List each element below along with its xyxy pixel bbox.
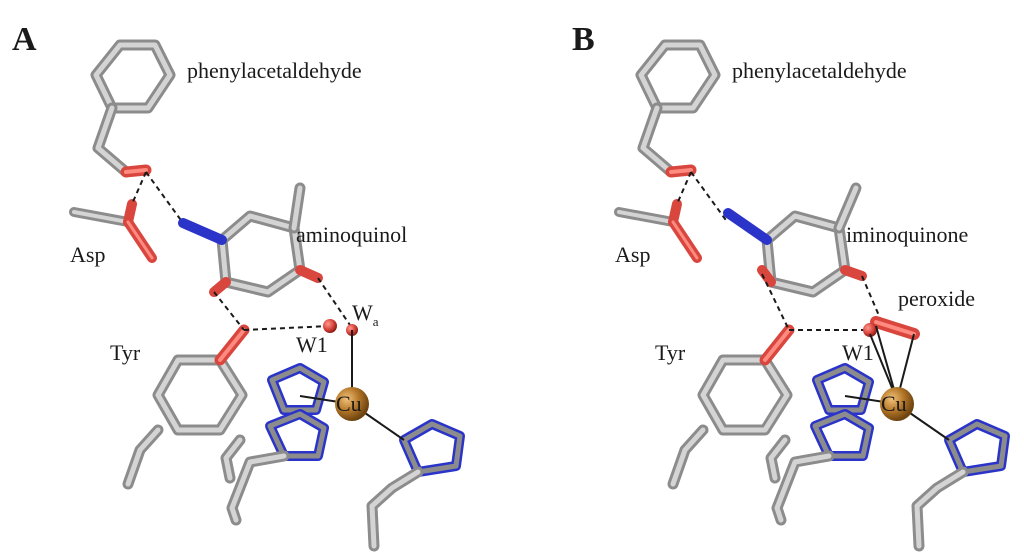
label-aminoquinol: aminoquinol	[296, 222, 407, 247]
label-tyr: Tyr	[110, 340, 141, 365]
label-phenylacetaldehyde: phenylacetaldehyde	[732, 58, 907, 83]
panel-b: B phenylacetaldehyde	[572, 21, 1005, 546]
label-asp: Asp	[70, 242, 105, 267]
label-asp: Asp	[615, 242, 650, 267]
label-phenylacetaldehyde: phenylacetaldehyde	[187, 58, 362, 83]
label-w1: W1	[842, 340, 874, 365]
hydrogen-bonds-b	[761, 273, 881, 331]
panel-letter-a: A	[12, 21, 37, 58]
copper-ion	[880, 387, 914, 421]
label-w1: W1	[296, 332, 328, 357]
water-w1	[323, 319, 337, 333]
panel-letter-b: B	[572, 21, 595, 58]
label-tyr: Tyr	[655, 340, 686, 365]
panel-a: A phenylacetaldehyde aminoquinol Asp Tyr	[12, 21, 460, 546]
copper-ion	[335, 387, 369, 421]
label-peroxide: peroxide	[898, 286, 975, 311]
aminoquinol-molecule	[178, 182, 323, 298]
water-w1	[863, 323, 877, 337]
label-iminoquinone: iminoquinone	[846, 222, 968, 247]
iminoquinone-molecule	[723, 182, 867, 298]
label-wa: Wa	[352, 300, 379, 329]
hydrogen-bonds-a	[213, 277, 353, 331]
label-cu: Cu	[881, 391, 907, 416]
label-cu: Cu	[336, 391, 362, 416]
